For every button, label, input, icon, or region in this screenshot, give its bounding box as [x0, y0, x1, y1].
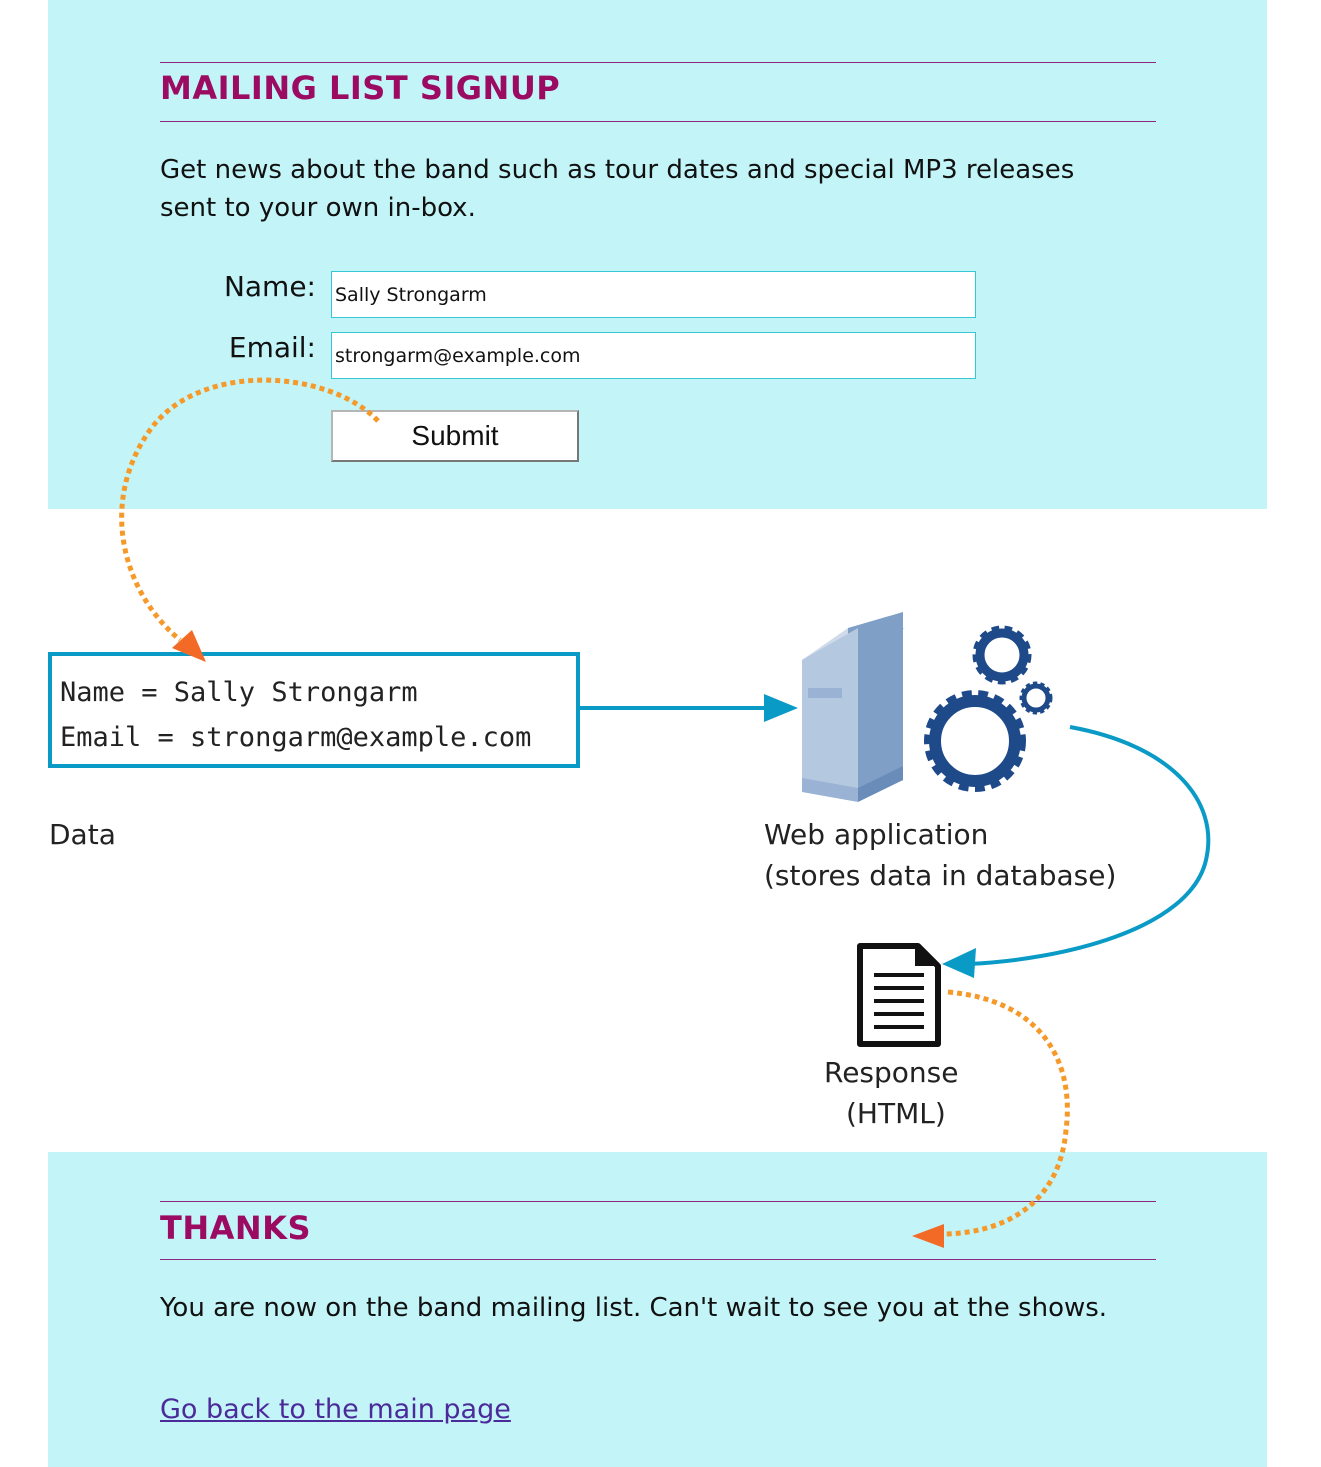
thanks-rule-top [160, 1201, 1156, 1202]
heading-rule-top [160, 62, 1156, 63]
document-icon [857, 943, 941, 1047]
medium-gear [972, 625, 1032, 685]
server-to-response-arrowhead [942, 948, 976, 978]
thanks-rule-bottom [160, 1259, 1156, 1260]
gears-icon [924, 625, 1053, 792]
data-line-email: Email = strongarm@example.com [60, 722, 532, 753]
signup-heading: MAILING LIST SIGNUP [160, 69, 561, 107]
submitted-data-box: Name = Sally Strongarm Email = strongarm… [48, 652, 580, 768]
server-icon [802, 612, 905, 802]
data-to-server-arrowhead [764, 694, 798, 722]
submit-button[interactable]: Submit [331, 410, 579, 462]
data-caption: Data [49, 818, 116, 851]
small-gear [1019, 681, 1053, 715]
response-caption-line1: Response [824, 1056, 959, 1089]
signup-intro-text: Get news about the band such as tour dat… [160, 155, 1075, 223]
name-input[interactable] [331, 271, 976, 318]
back-to-main-link[interactable]: Go back to the main page [160, 1394, 511, 1425]
response-caption-line2: (HTML) [846, 1097, 946, 1130]
large-gear [924, 690, 1026, 792]
data-line-name: Name = Sally Strongarm [60, 677, 418, 708]
thanks-heading: THANKS [160, 1209, 311, 1247]
web-app-caption-line2: (stores data in database) [764, 859, 1117, 892]
heading-rule-bottom [160, 121, 1156, 122]
thanks-message: You are now on the band mailing list. Ca… [160, 1293, 1108, 1323]
email-label: Email: [228, 331, 316, 364]
email-input[interactable] [331, 332, 976, 379]
server-to-response-arrow [967, 725, 1211, 966]
name-label: Name: [223, 270, 316, 303]
web-app-caption-line1: Web application [764, 818, 989, 851]
